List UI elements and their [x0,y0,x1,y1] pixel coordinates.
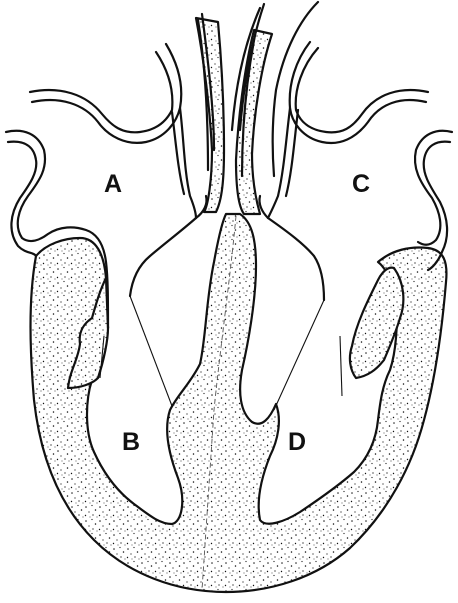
label-a: A [104,170,122,198]
left-vessel-outer [30,52,172,132]
label-c: C [352,170,370,198]
left-chordae-1 [130,296,172,406]
central-septum-and-vessels [196,18,224,212]
pulmonary-right-wall [273,2,318,176]
right-chordae-1 [274,300,324,410]
label-d: D [288,428,306,456]
atrium-a-septum [130,108,196,296]
right-chordae-2 [340,336,342,396]
left-vessel-inner [32,44,181,143]
left-valve-cusp [196,196,207,218]
label-b: B [122,428,140,456]
right-vessel-outer [296,48,428,132]
